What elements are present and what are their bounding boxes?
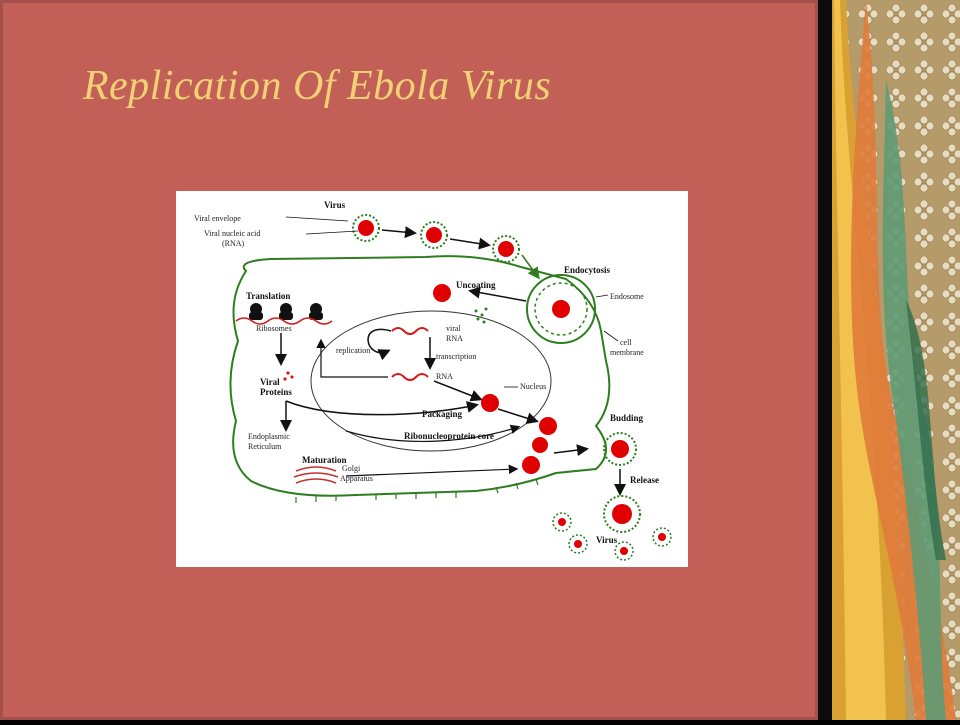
decorative-border: [826, 0, 960, 720]
endosome: [526, 274, 596, 344]
label-release: Release: [630, 475, 659, 485]
golgi-apparatus: [293, 466, 339, 484]
virion-top-3: [492, 235, 520, 263]
label-translation: Translation: [246, 291, 290, 301]
floral-border-art: [826, 0, 960, 720]
packaged-core-3: [532, 437, 548, 453]
label-endosome: Endosome: [610, 292, 644, 301]
small-virions: [552, 512, 672, 561]
cell-membrane: [229, 255, 611, 497]
viral-rna-lower: [391, 373, 429, 381]
label-viral-envelope: Viral envelope: [194, 214, 241, 223]
packaged-core-4: [522, 456, 540, 474]
label-viral-nucleic-acid: Viral nucleic acid: [204, 229, 260, 238]
budding-virion: [603, 432, 637, 466]
slide-title: Replication Of Ebola Virus: [82, 63, 552, 109]
label-endocytosis: Endocytosis: [564, 265, 611, 275]
virion-top-2: [420, 221, 448, 249]
replication-loop: [367, 328, 392, 361]
label-membrane: membrane: [610, 348, 644, 357]
ebola-replication-diagram: Virus Viral envelope Viral nucleic acid …: [176, 191, 688, 567]
label-rna-paren: (RNA): [222, 239, 245, 248]
label-rna-upper: RNA: [446, 334, 463, 343]
label-virus-top: Virus: [324, 200, 346, 210]
diagram-svg: Virus Viral envelope Viral nucleic acid …: [194, 200, 672, 561]
uncoated-core: [433, 284, 451, 302]
label-maturation: Maturation: [302, 455, 347, 465]
label-transcription: transcription: [436, 352, 476, 361]
nucleus: [310, 310, 552, 452]
label-ribosomes: Ribosomes: [256, 324, 292, 333]
slide: Replication Of Ebola Virus: [0, 0, 826, 720]
label-replication: replication: [336, 346, 370, 355]
mrna-strand: [235, 317, 333, 325]
label-nucleus: Nucleus: [520, 382, 546, 391]
packaged-core-1: [481, 394, 499, 412]
released-virion: [603, 495, 641, 533]
label-viral-proteins-1: Viral: [260, 377, 280, 387]
packaged-core-2: [539, 417, 557, 435]
protein-dots: [283, 371, 294, 381]
label-uncoating: Uncoating: [456, 280, 496, 290]
label-ribonucleoprotein-core: Ribonucleoprotein core: [404, 431, 494, 441]
label-rna-lower: RNA: [436, 372, 453, 381]
label-golgi: Golgi: [342, 464, 361, 473]
label-viral: viral: [446, 324, 461, 333]
label-apparatus: Apparatus: [340, 474, 373, 483]
label-cell: cell: [620, 338, 632, 347]
virion-top-1: [352, 214, 380, 242]
label-budding: Budding: [610, 413, 644, 423]
membrane-spikes: [295, 478, 539, 503]
label-packaging: Packaging: [422, 409, 463, 419]
label-viral-proteins-2: Proteins: [260, 387, 292, 397]
label-reticulum: Reticulum: [248, 442, 282, 451]
label-virus-bottom: Virus: [596, 535, 618, 545]
capsid-debris: [474, 307, 488, 324]
viral-rna-upper: [391, 327, 429, 335]
ribosomes: [249, 303, 323, 320]
label-endoplasmic: Endoplasmic: [248, 432, 290, 441]
